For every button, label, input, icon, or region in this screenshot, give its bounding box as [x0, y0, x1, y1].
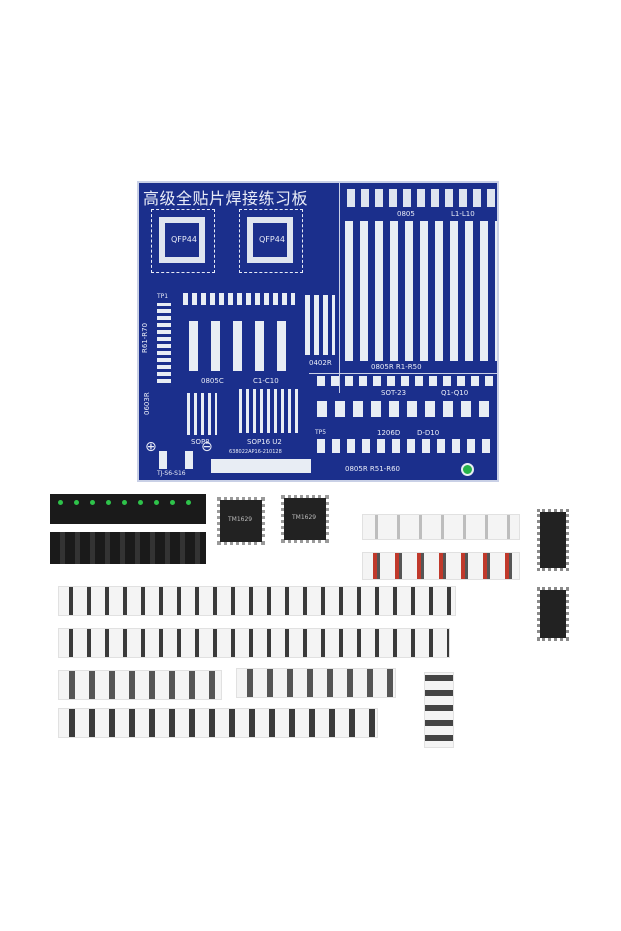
pad-grid-c1-c10 [189, 321, 299, 371]
label-tp1: TP1 [157, 293, 169, 300]
white-pad-strip [211, 459, 311, 473]
qfp-chip-marking-left: TM1629 [228, 516, 253, 523]
pad-grid-0805-top [347, 189, 497, 207]
label-tp5: TP5 [315, 429, 327, 436]
label-q1-q10: Q1-Q10 [441, 389, 469, 397]
qfp-label-left: QFP44 [171, 235, 197, 244]
sop8-footprint [187, 393, 217, 435]
capacitor-tape-short [362, 514, 520, 540]
led-tape-strip [50, 494, 206, 524]
pad-row-0402 [183, 293, 295, 305]
label-0805r-r1-r50: 0805R R1-R50 [371, 363, 422, 371]
label-1206d: 1206D [377, 429, 401, 437]
power-pad-left [159, 451, 167, 469]
pcb-title: 高级全贴片焊接练习板 [143, 189, 309, 208]
power-pad-right [185, 451, 193, 469]
label-code: 638022AP16-210128 [229, 449, 282, 455]
pad-row-sot23 [317, 376, 497, 386]
divider-vertical [339, 183, 340, 393]
pad-grid-r1-r50 [345, 221, 497, 361]
pad-column-left [157, 303, 171, 383]
label-0805c: 0805C [201, 377, 224, 385]
resistor-tape-2 [58, 628, 450, 658]
label-0603r: 0603R [143, 392, 151, 415]
label-l1-l10: L1-L10 [451, 210, 475, 218]
plus-symbol: ⊕ [145, 439, 157, 455]
qfp44-chip-right: TM1629 [281, 495, 329, 543]
sop8-chip [537, 587, 569, 641]
resistor-tape-4 [58, 708, 378, 738]
label-0805r-r51-r60: 0805R R51-R60 [345, 465, 400, 473]
resistor-tape-1 [58, 586, 456, 616]
qfp-chip-marking-right: TM1629 [292, 514, 317, 521]
label-c1-c10: C1-C10 [253, 377, 279, 385]
qfp-footprint-right-pads [247, 217, 293, 263]
pad-grid-0402r [305, 295, 335, 355]
qfp-label-right: QFP44 [259, 235, 285, 244]
mounting-hole [461, 463, 474, 476]
label-r61-r70: R61-R70 [141, 322, 149, 353]
sot23-tape-strip [50, 532, 206, 564]
qfp-footprint-left [151, 209, 215, 273]
label-0402r: 0402R [309, 359, 332, 367]
divider-horizontal [309, 373, 499, 374]
label-0805: 0805 [397, 210, 415, 218]
qfp44-chip-left: TM1629 [217, 497, 265, 545]
sop16-chip [537, 509, 569, 571]
minus-symbol: ⊖ [201, 439, 213, 455]
qfp-footprint-right [239, 209, 303, 273]
pad-row-r51-r60 [317, 439, 497, 453]
qfp-footprint-left-pads [159, 217, 205, 263]
label-sot23: SOT-23 [381, 389, 407, 397]
resistor-tape-3b [236, 668, 396, 698]
resistor-tape-vertical [424, 672, 454, 748]
pad-row-diodes [317, 401, 497, 417]
resistor-tape-3a [58, 670, 222, 700]
label-sop8: SOP8 [191, 438, 210, 446]
label-tj: TJ-S6-S16 [157, 470, 186, 477]
practice-pcb-board: 高级全贴片焊接练习板 QFP44 QFP44 0805 L1-L10 0805R… [137, 181, 499, 482]
diode-tape [362, 552, 520, 580]
label-sop16-u2: SOP16 U2 [247, 438, 282, 446]
sop16-footprint [239, 389, 299, 433]
label-d-d10: D-D10 [417, 429, 440, 437]
